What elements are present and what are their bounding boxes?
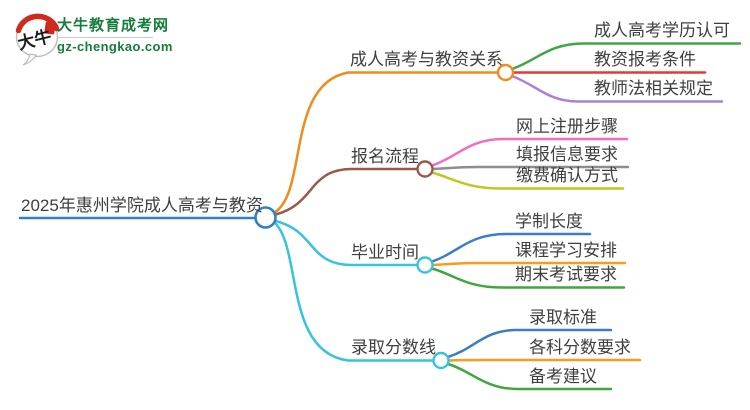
site-name: 大牛教育成考网: [57, 17, 170, 34]
branch-line-0: [273, 71, 500, 214]
branch-node-circle-1[interactable]: [416, 160, 434, 178]
leaf-line-2-1: [431, 261, 627, 267]
leaf-label-0-2: 教师法相关规定: [594, 79, 713, 98]
leaf-label-3-1: 各科分数要求: [529, 338, 631, 357]
leaf-label-0-1: 教资报考条件: [594, 50, 696, 69]
leaf-label-3-0: 录取标准: [529, 308, 597, 327]
leaf-line-3-1: [447, 358, 642, 362]
leaf-label-1-1: 填报信息要求: [516, 145, 618, 164]
branch-label-2: 毕业时间: [351, 243, 419, 262]
logo-bubble-icon: 大牛: [16, 13, 60, 66]
leaf-label-1-2: 缴费确认方式: [516, 166, 618, 185]
branch-label-3: 录取分数线: [351, 338, 436, 357]
leaf-line-2-0: [430, 232, 592, 263]
logo-divider: [57, 37, 153, 38]
site-logo: 大牛 大牛教育成考网 gz-chengkao.com: [13, 11, 243, 69]
leaf-line-1-1: [431, 165, 630, 171]
leaf-line-3-2: [446, 362, 613, 391]
branch-label-1: 报名流程: [351, 147, 419, 166]
leaf-label-3-2: 备考建议: [529, 367, 597, 386]
site-url: gz-chengkao.com: [57, 39, 173, 54]
logo-seal: [44, 21, 56, 35]
branch-node-circle-0[interactable]: [496, 63, 515, 82]
leaf-label-2-2: 期末考试要求: [515, 265, 617, 284]
leaf-label-0-0: 成人高考学历认可: [594, 21, 730, 40]
leaf-label-2-1: 课程学习安排: [515, 241, 617, 260]
leaf-label-2-0: 学制长度: [515, 212, 583, 231]
leaf-label-1-0: 网上注册步骤: [516, 117, 618, 136]
branch-line-1: [274, 167, 419, 216]
logo-bubble-tail: [22, 53, 37, 66]
leaf-line-0-2: [510, 74, 724, 103]
leaf-line-2-2: [430, 267, 626, 289]
branch-node-circle-2[interactable]: [416, 256, 434, 274]
root-node-circle[interactable]: [254, 206, 277, 229]
leaf-line-1-2: [430, 171, 625, 190]
leaf-line-3-0: [446, 328, 613, 359]
root-node-label: 2025年惠州学院成人高考与教资: [21, 196, 263, 215]
branch-line-2: [274, 219, 419, 267]
branch-line-3: [273, 221, 435, 362]
branch-node-circle-3[interactable]: [432, 351, 450, 370]
branch-label-0: 成人高考与教资关系: [350, 50, 503, 69]
leaf-line-1-0: [430, 137, 629, 167]
leaf-line-0-0: [510, 42, 742, 71]
